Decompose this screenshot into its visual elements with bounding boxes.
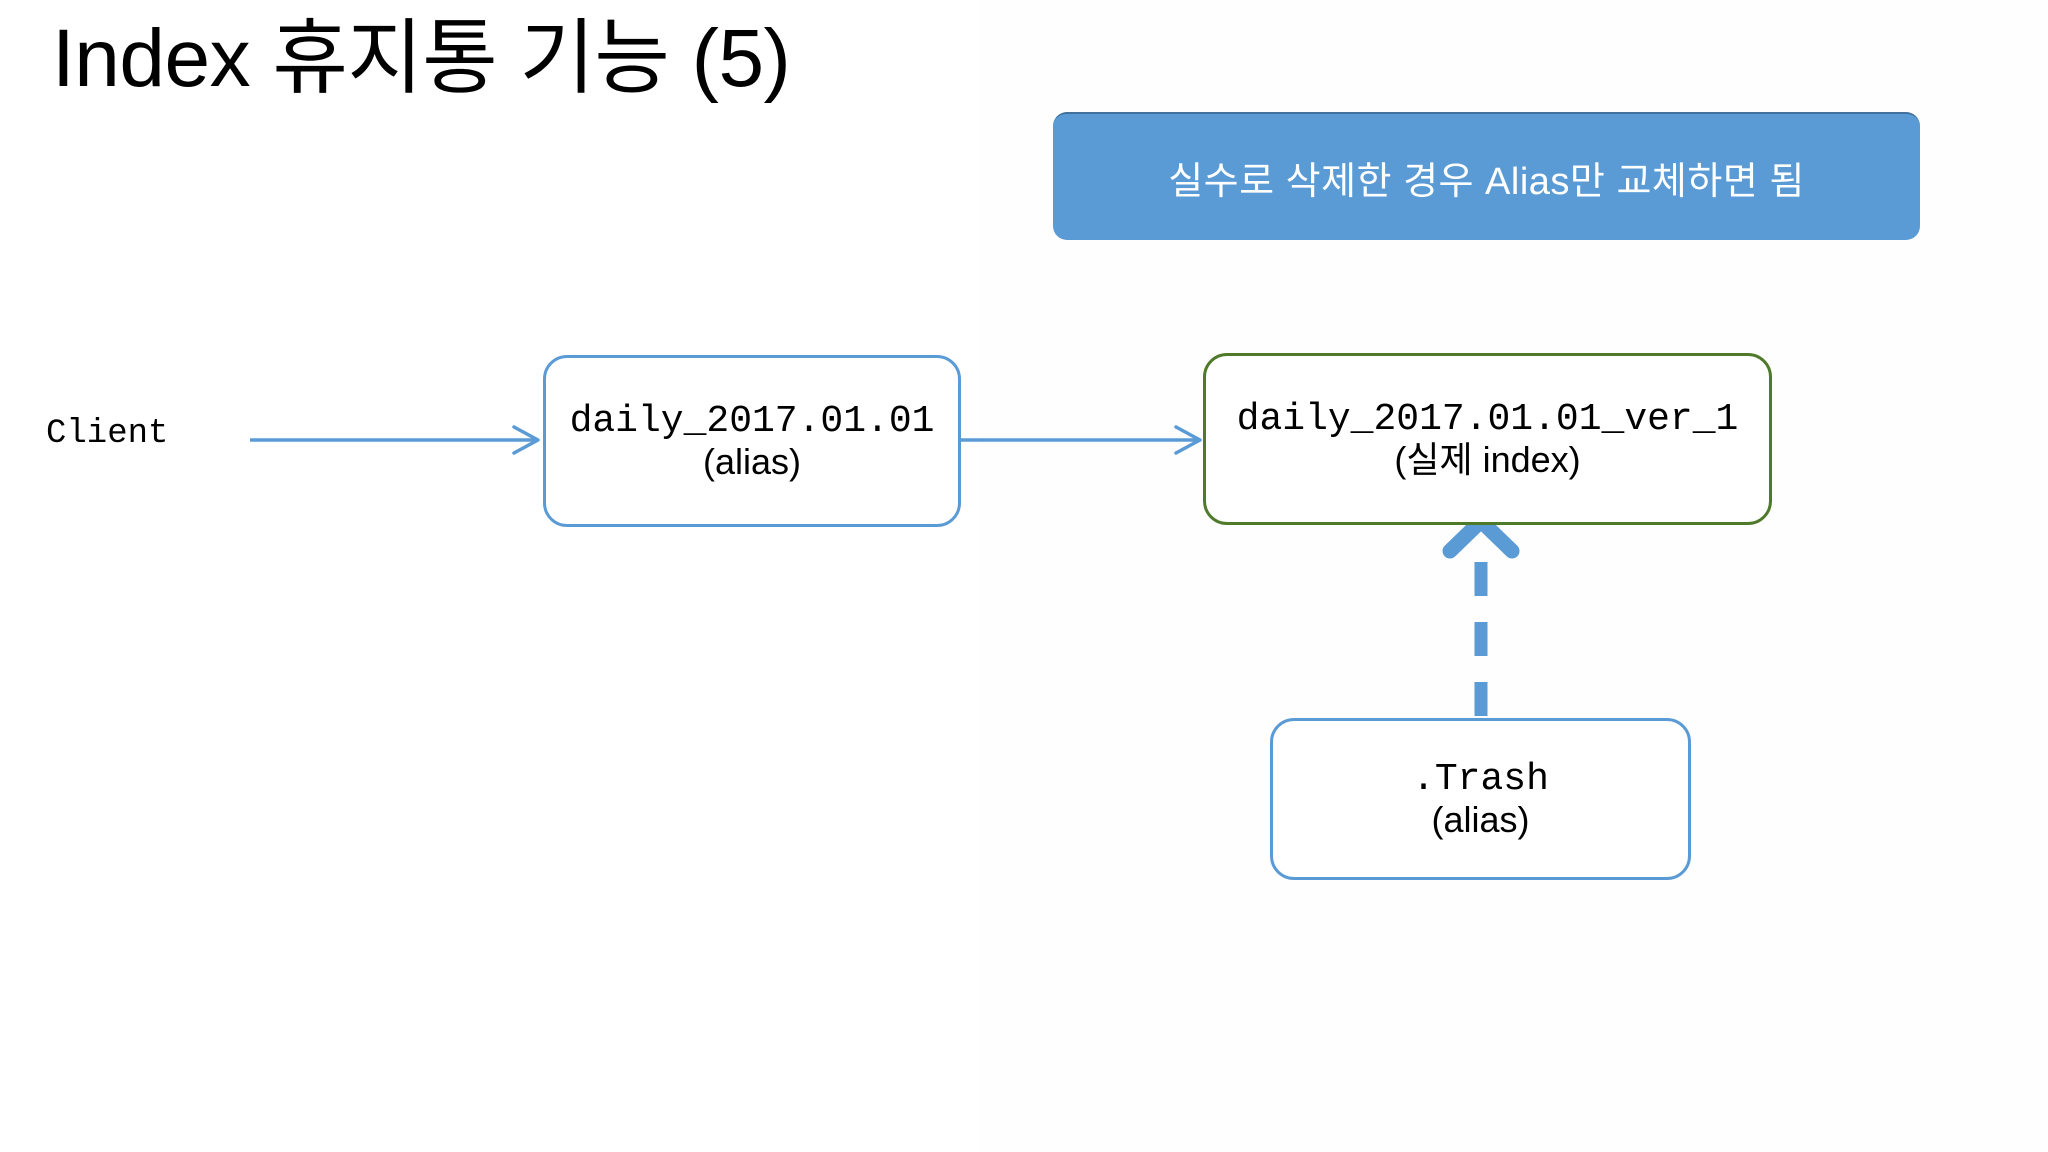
node-trash-alias[interactable]: .Trash (alias) (1270, 718, 1691, 880)
node-trash-alias-name: .Trash (1412, 757, 1549, 801)
arrow-alias-to-index (961, 425, 1202, 455)
arrow-client-to-alias (250, 425, 540, 455)
arrow-trash-to-index (1442, 513, 1520, 716)
callout-banner: 실수로 삭제한 경우 Alias만 교체하면 됨 (1053, 112, 1920, 240)
node-alias-daily[interactable]: daily_2017.01.01 (alias) (543, 355, 961, 527)
node-alias-daily-name: daily_2017.01.01 (569, 399, 935, 443)
page-title: Index 휴지통 기능 (5) (52, 13, 791, 104)
node-alias-daily-subtitle: (alias) (702, 440, 801, 482)
node-real-index-name: daily_2017.01.01_ver_1 (1236, 397, 1739, 441)
node-trash-alias-subtitle: (alias) (1431, 798, 1530, 840)
node-real-index-subtitle: (실제 index) (1394, 438, 1581, 480)
callout-banner-text: 실수로 삭제한 경우 Alias만 교체하면 됨 (1168, 160, 1805, 203)
node-real-index[interactable]: daily_2017.01.01_ver_1 (실제 index) (1203, 353, 1772, 525)
client-label: Client (46, 415, 169, 453)
